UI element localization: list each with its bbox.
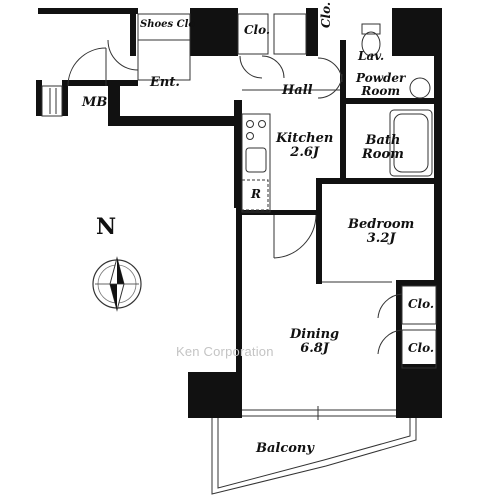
bedroom-closet-label: Clo. <box>408 297 435 311</box>
kitchen-label: Kitchen 2.6J <box>276 131 334 160</box>
compass-north-label: N <box>96 214 117 240</box>
hall-label: Hall <box>282 83 313 98</box>
shoes-closet-label: Shoes Clo <box>140 19 196 30</box>
watermark: Ken Corporation <box>176 344 274 359</box>
meter-box-label: MB <box>82 95 108 110</box>
hall-closet-right-label: Clo. <box>319 1 333 28</box>
compass-icon <box>92 256 142 312</box>
walls <box>36 8 442 418</box>
bath-room-label: Bath Room <box>362 133 404 162</box>
entrance-label: Ent. <box>150 75 180 90</box>
powder-room-label: Powder Room <box>356 71 406 98</box>
refrigerator-label: R <box>251 187 261 201</box>
dining-label: Dining 6.8J <box>290 327 340 356</box>
lavatory-label: Lav. <box>358 49 385 63</box>
balcony-label: Balcony <box>256 441 314 456</box>
dining-closet-label: Clo. <box>408 341 435 355</box>
bedroom-label: Bedroom 3.2J <box>348 217 415 246</box>
fixtures <box>41 13 437 495</box>
hall-closet-left-label: Clo. <box>244 23 271 37</box>
